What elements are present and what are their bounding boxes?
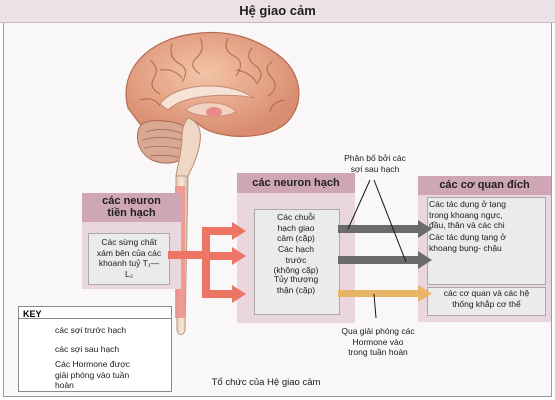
brain-gyri [139,37,285,113]
key-item-preganglionic: các sợi trước hạch [55,325,127,335]
ganglia-column [254,209,340,315]
collateral-ganglia-label: Các hạch trước (không cặp) [273,244,319,275]
key-legend: KEY [18,306,172,392]
preganglionic-heading: các neuron tiền hạch [82,193,181,222]
preganglionic-arrowhead-3 [232,285,246,303]
hormone-arrow [338,285,432,302]
abdominopelvic-effects-label: Các tác dụng tạng ở khoang bụng- chậu [429,232,506,253]
hormone-annotation: Qua giải phóng các Hormone vào trong tuầ… [341,326,415,357]
postganglionic-arrow-1 [338,225,420,233]
body-systems-box: các cơ quan và các hệ thống khắp cơ thể [427,287,546,316]
preganglionic-trunk [168,251,202,259]
hormone-arrowhead [418,285,432,302]
preganglionic-heading-line1: các neuron [102,195,161,207]
ganglionic-heading: các neuron hạch [237,173,355,193]
lateral-horn-box: Các sừng chất xám bên của các khoanh tuỷ… [88,233,170,285]
key-divider [19,318,171,319]
postganglionic-arrows [338,220,432,269]
target-organs-heading: các cơ quan đích [418,176,551,195]
postganglionic-arrowhead-1 [418,220,432,238]
key-item-postganglionic: các sợi sau hạch [55,344,120,354]
adrenal-medulla-label: Tủy thượng thận (cặp) [273,274,319,295]
preganglionic-heading-line2: tiền hạch [107,207,156,219]
corpus-callosum [159,85,255,111]
sympathetic-chain-ganglia-label: Các chuỗi hạch giao cảm (cặp) [277,212,315,243]
key-title: KEY [23,309,42,319]
figure-caption: Tổ chức của Hệ giao cảm [211,377,321,388]
key-item-hormone: Các Hormone được giải phóng vào tuần hoà… [55,359,131,390]
cerebrum-shape [125,31,300,137]
preganglionic-arrowhead-1 [232,222,246,240]
thoracic-effects-label: Các tác dụng ở tạng trong khoang ngực, đ… [429,199,506,230]
page-title: Hệ giao cảm [0,0,555,23]
visceral-effects-box [427,197,546,285]
preganglionic-arrowhead-2 [232,247,246,265]
postganglionic-arrow-2 [338,256,420,264]
postganglionic-annotation: Phân bố bởi các sợi sau hạch [344,153,406,174]
hypothalamus [206,107,222,117]
annotation-lines [347,179,407,319]
preganglionic-arrows [168,222,246,303]
postganglionic-arrowhead-2 [418,251,432,269]
preganglionic-branch [202,227,210,298]
